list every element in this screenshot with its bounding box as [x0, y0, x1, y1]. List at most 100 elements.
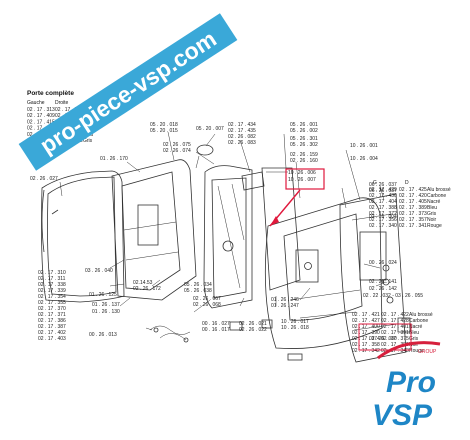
part-callout-label: 02 . 26 . 141: [369, 279, 397, 285]
color-table-bottom-desc: Nacré: [409, 324, 423, 330]
door-inner-frame: [111, 159, 197, 301]
part-callout-label: 05 . 26 . 001: [290, 122, 318, 128]
part-callout-label: 05 . 26 . 302: [290, 142, 318, 148]
part-callout-label: 00 . 16 . 017: [202, 327, 230, 333]
color-table-bottom-desc: Gris: [409, 336, 419, 342]
color-table-bottom-a-code: 02 . 17 . 390: [352, 330, 380, 336]
color-table-right-desc: Carbone: [427, 193, 446, 199]
color-table-bottom-a-code: 02 . 17 . 374: [352, 336, 380, 342]
part-callout-label: 02 . 26 . 067: [193, 296, 221, 302]
part-callout-label: 02 . 26 . 172: [133, 286, 161, 292]
part-callout-label: 00 . 26 . 013: [89, 332, 117, 338]
color-table-right-g-code: 02 . 17 . 430: [369, 193, 397, 199]
part-callout-label: 01 . 26 . 247: [271, 303, 299, 309]
part-callout-label: 02 . 26 . 068: [193, 302, 221, 308]
parts-table-left-code: 02 . 17 . 409: [27, 113, 55, 119]
logo-pro-text: Pro: [386, 366, 436, 399]
color-table-right-desc: Rouge: [427, 223, 442, 229]
part-callout-label: 10 . 26 . 006: [288, 170, 316, 176]
part-callout-label: 00 . 16 . 027: [202, 321, 230, 327]
bottom-table-highlight: [358, 323, 412, 351]
part-callout-label: 03 . 26 . 040: [85, 268, 113, 274]
column-header-droite: Droite: [55, 100, 69, 106]
color-table-right-g-code: 02 . 17 . 340: [369, 223, 397, 229]
part-callout-label: 10 . 26 . 017: [281, 319, 309, 325]
side-list-item: 02 . 17 . 370: [38, 306, 66, 312]
color-table-right-d-code: 02 . 17 . 373: [399, 211, 427, 217]
color-table-right-g-code: 02 . 17 . 429: [369, 187, 397, 193]
part-callout-label: 05 . 26 . 034: [184, 282, 212, 288]
color-table-bottom-b-code: 02 . 17 . 422: [381, 312, 409, 318]
color-table-bottom-desc: Noir: [409, 342, 419, 348]
part-callout-label: 06 . 26 . 037: [369, 188, 397, 194]
parts-table-desc: Gris: [83, 138, 93, 144]
color-table-bottom-a-code: 02 . 17 . 358: [352, 342, 380, 348]
door-trim-panel-right: [339, 193, 407, 363]
door-frame-window: [203, 165, 253, 309]
color-table-bottom-b-code: 02 . 17 . 428: [381, 318, 409, 324]
side-list-item: 02 . 17 . 354: [38, 294, 66, 300]
door-seal-part: [41, 189, 59, 253]
side-list-item: 02 . 17 . 311: [38, 276, 66, 282]
outer-door-panel: [41, 170, 125, 303]
color-table-right-d-code: 02 . 17 . 357: [399, 217, 427, 223]
color-table-bottom-b-code: 02 . 17 . 343: [381, 348, 409, 354]
color-table-right-desc: Noir: [427, 217, 437, 223]
logo-swoosh: [377, 341, 441, 360]
part-callout-label: 05 . 26 . 038: [184, 288, 212, 294]
color-table-bottom-b-code: 02 . 17 . 375: [381, 336, 409, 342]
pro-vsp-logo: GROUP Pro VSP: [372, 341, 441, 432]
part-callout-label: 02.14.53: [133, 280, 153, 286]
color-table-bottom-desc: Alu brossé: [409, 312, 433, 318]
color-table-right-d-code: 02 . 17 . 405: [399, 199, 427, 205]
parts-table-left-code: 02 . 17 . 313: [27, 107, 55, 113]
color-table-right-col-d: D: [405, 180, 409, 186]
part-callout-label: 05 . 26 . 002: [290, 128, 318, 134]
logo-vsp-text: VSP: [372, 399, 433, 432]
color-table-bottom-a-code: 02 . 17 . 342: [352, 348, 380, 354]
small-bracket-parts: [229, 264, 411, 361]
part-callout-label: 06 . 26 . 037: [369, 182, 397, 188]
part-callout-label: 02 . 16 . 004: [369, 214, 397, 220]
leader-lines: [59, 131, 387, 331]
part-callout-label: 05 . 20 . 007: [196, 126, 224, 132]
side-list-item: 02 . 17 . 339: [38, 288, 66, 294]
part-callout-label: 02 . 26 . 142: [369, 286, 397, 292]
part-callout-label: 01 . 26 . 137: [92, 302, 120, 308]
side-list-item: 02 . 17 . 386: [38, 318, 66, 324]
part-callout-label: 02 . 26 . 159: [290, 152, 318, 158]
part-callout-label: 05 . 20 . 018: [150, 122, 178, 128]
window-glass: [261, 167, 301, 291]
part-callout-label: 02 . 26 . 082: [228, 134, 256, 140]
side-list-item: 02 . 17 . 402: [38, 330, 66, 336]
part-callout-label: 02 . 26 . 160: [290, 158, 318, 164]
parts-table-left-code: 02 . 17 . 415: [27, 119, 55, 125]
column-header-gauche: Gauche: [27, 100, 45, 106]
side-list-item: 02 . 17 . 403: [38, 336, 66, 342]
color-table-right-desc: Gris: [427, 211, 437, 217]
part-callout-label: 10 . 26 . 007: [288, 177, 316, 183]
part-callout-label: 02 . 17 . 434: [228, 122, 256, 128]
part-callout-label: 02 . 26 . 075: [163, 142, 191, 148]
window-rail-strip: [241, 171, 265, 191]
wiring-harness: [149, 325, 191, 343]
side-list-item: 02 . 17 . 310: [38, 270, 66, 276]
part-callout-label: 10 . 26 . 001: [350, 143, 378, 149]
part-callout-label: 05 . 26 . 301: [290, 136, 318, 142]
part-callout-label: 02 . 26 . 021: [239, 321, 267, 327]
part-callout-label: 02 . 26 . 027: [30, 176, 58, 182]
color-table-bottom-b-code: 02 . 17 . 401: [381, 324, 409, 330]
color-table-right-desc: Bleu: [427, 205, 437, 211]
part-callout-label: 02 . 26 . 080: [369, 336, 397, 342]
highlighted-part-callout: [269, 168, 325, 227]
logo-group-text: GROUP: [418, 349, 437, 355]
color-table-right-g-code: 02 . 17 . 404: [369, 199, 397, 205]
color-table-right-d-code: 02 . 17 . 425: [399, 187, 427, 193]
